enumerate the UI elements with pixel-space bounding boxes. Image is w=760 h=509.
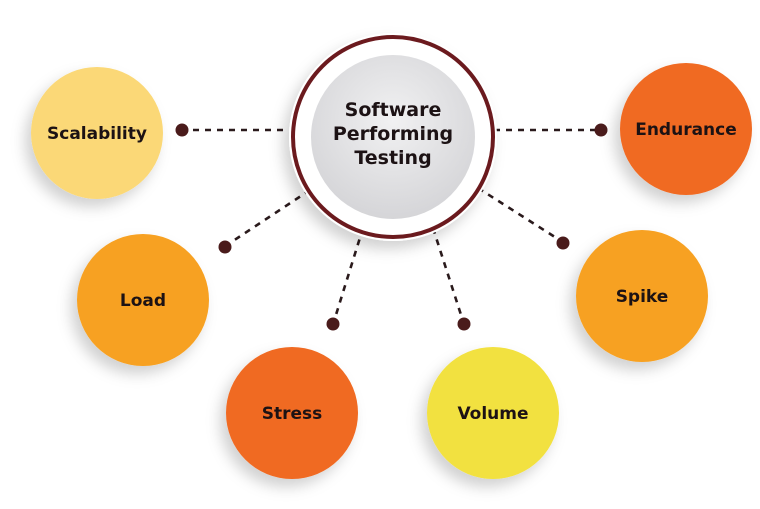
connector-stress [333, 227, 365, 319]
connector-dot-load [218, 240, 232, 254]
node-circle-scalability [31, 67, 163, 199]
node-endurance: Endurance [620, 63, 752, 195]
node-circle-endurance [620, 63, 752, 195]
connector-dot-spike [556, 236, 570, 250]
connector-spike [477, 186, 559, 241]
connectors [175, 123, 608, 331]
connector-volume [431, 227, 464, 319]
center-title-line-3: Testing [354, 147, 431, 169]
connector-load [229, 188, 311, 245]
node-circle-load [77, 234, 209, 366]
node-spike: Spike [576, 230, 708, 362]
center-node-disc [311, 55, 475, 219]
node-circle-stress [226, 347, 358, 479]
node-label-endurance: Endurance [635, 120, 737, 140]
node-label-volume: Volume [457, 404, 528, 424]
node-label-spike: Spike [616, 287, 669, 307]
node-scalability: Scalability [31, 67, 163, 199]
node-load: Load [77, 234, 209, 366]
node-label-stress: Stress [262, 404, 323, 424]
node-volume: Volume [427, 347, 559, 479]
node-circle-volume [427, 347, 559, 479]
center-title-line-1: Software [345, 99, 442, 121]
node-label-load: Load [120, 291, 166, 311]
connector-dot-scalability [175, 123, 189, 137]
node-stress: Stress [226, 347, 358, 479]
connector-dot-volume [457, 317, 471, 331]
connector-dot-stress [326, 317, 340, 331]
center-node: Software Performing Testing [289, 33, 497, 241]
node-label-scalability: Scalability [47, 124, 147, 144]
node-circle-spike [576, 230, 708, 362]
center-title-line-2: Performing [333, 123, 453, 145]
connector-dot-endurance [594, 123, 608, 137]
